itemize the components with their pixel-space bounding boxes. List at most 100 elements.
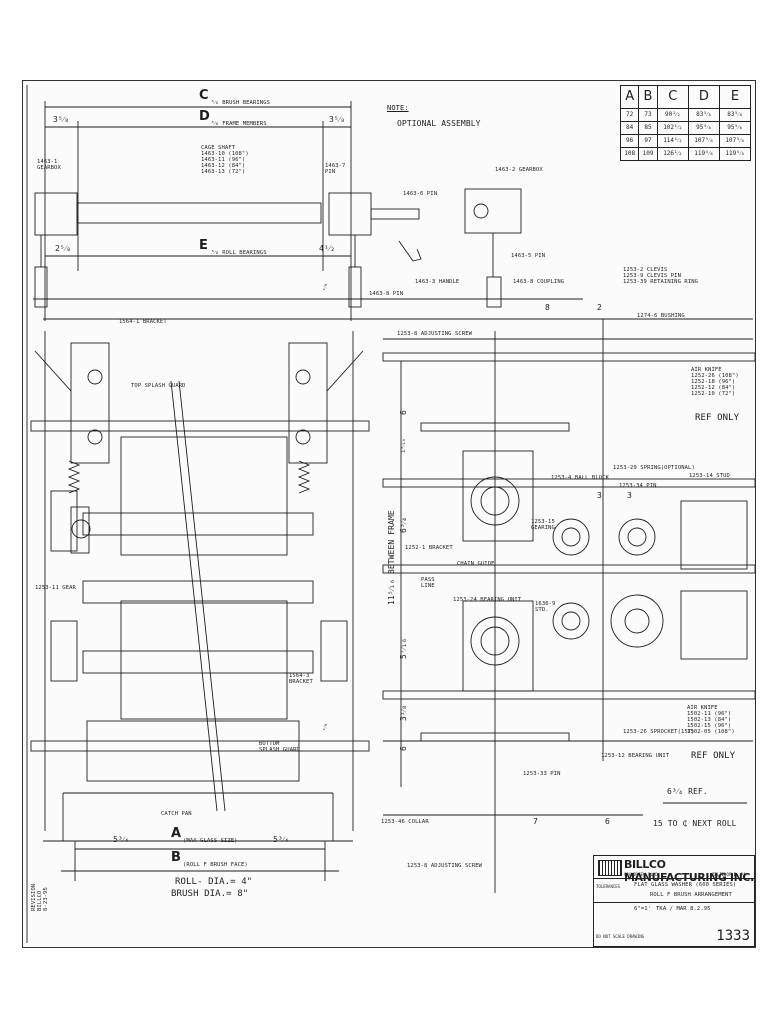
callout-gearbox-left: 1463-1 GEARBOX xyxy=(37,159,61,171)
callout-gearing-15: 1253-15 GEARING xyxy=(531,519,555,531)
table-cell: 73 xyxy=(638,107,658,122)
table-header: A xyxy=(619,85,640,109)
dim-d-letter: D xyxy=(199,109,210,124)
dim-e-left: 2⁵⁄₈ xyxy=(55,244,72,253)
callout-gearbox-right: 1463-2 GEARBOX xyxy=(495,167,543,173)
drawing-sheet: C ⁵⁄₈ BRUSH BEARINGS D ⁵⁄₈ FRAME MEMBERS… xyxy=(22,80,756,948)
dim-3a: 3 xyxy=(597,491,602,500)
dim-b-letter: B xyxy=(171,850,182,865)
callout-air-knife-top: AIR KNIFE 1252-26 (108") 1252-18 (96") 1… xyxy=(691,367,739,397)
table-header: B xyxy=(638,85,658,109)
note-body: OPTIONAL ASSEMBLY xyxy=(397,119,481,128)
table-cell: 119⁵⁄₈ xyxy=(718,146,752,162)
dim-v-58b: ⁵⁄₈ xyxy=(323,723,329,731)
table-cell: 96 xyxy=(619,133,640,148)
brush-diameter: BRUSH DIA.= 8" xyxy=(171,889,249,899)
table-cell: 83⁵⁄₈ xyxy=(718,107,752,122)
dim-a-label: (MAX GLASS SIZE) xyxy=(183,838,238,844)
table-row: 96 97 114¹⁄₂ 107⁵⁄₈ 107⁵⁄₈ xyxy=(619,133,752,148)
callout-spring: 1253-29 SPRING(OPTIONAL) xyxy=(613,465,695,471)
table-cell: 97 xyxy=(638,133,658,148)
technical-drawing xyxy=(26,85,755,943)
dim-e-right: 4¹⁄₂ xyxy=(319,244,336,253)
callout-bracket-1: 1564-1 BRACKET xyxy=(119,319,167,325)
margin-revision-stamp: REVISION BILLCO 8-23-95 xyxy=(31,883,49,911)
dim-a-letter: A xyxy=(171,826,182,841)
table-cell: 102¹⁄₂ xyxy=(656,120,689,135)
size-table: A B C D E 72 73 90¹⁄₂ 83⁵⁄₈ 83⁵⁄₈ 84 85 … xyxy=(619,85,752,162)
note-title: NOTE: xyxy=(387,104,409,112)
callout-air-knife-bottom: AIR KNIFE 1502-11 (96") 1502-13 (84") 15… xyxy=(687,705,735,735)
dim-b-label: (ROLL F BRUSH FACE) xyxy=(183,862,248,868)
dim-d-left: 3⁵⁄₈ xyxy=(53,115,70,124)
dim-d-label: ⁵⁄₈ FRAME MEMBERS xyxy=(211,121,267,127)
callout-collar: 1253-46 COLLAR xyxy=(381,819,429,825)
callout-pin-33: 1253-33 PIN xyxy=(523,771,561,777)
callout-adjusting-screw-bottom: 1253-8 ADJUSTING SCREW xyxy=(407,863,483,869)
table-cell: 85 xyxy=(638,120,658,135)
company-address-right: ZELIENOPLE, PA. xyxy=(712,872,749,877)
callout-top-splash-guard: TOP SPLASH GUARD xyxy=(131,383,186,389)
dim-7: 7 xyxy=(533,817,538,826)
drawing-title-2: ROLL F BRUSH ARRANGEMENT xyxy=(650,892,732,898)
callout-pin-5: 1463-5 PIN xyxy=(511,253,546,259)
callout-std-9: 1636-9 STD. xyxy=(535,601,556,613)
callout-pin-8: 1463-8 PIN xyxy=(369,291,404,297)
dim-v-6b: 6 xyxy=(399,746,408,751)
callout-cage-shaft: CAGE SHAFT 1463-10 (108") 1463-11 (96") … xyxy=(201,145,249,175)
dim-v-6: 6 xyxy=(399,410,408,415)
roll-diameter: ROLL- DIA.= 4" xyxy=(175,877,253,887)
callout-bearing-unit-12: 1253-12 BEARING UNIT xyxy=(601,753,670,759)
tolerances-label: TOLERANCES xyxy=(596,884,621,889)
callout-bottom-splash-guard: BOTTOM SPLASH GUARD xyxy=(259,741,300,753)
callout-pin-7: 1463-7 PIN xyxy=(325,163,346,175)
dim-v-318: 3¹⁄₈ xyxy=(399,704,408,721)
dim-d-right: 3⁵⁄₈ xyxy=(329,115,346,124)
dim-e-letter: E xyxy=(199,238,208,253)
dim-a-left: 5³⁄₄ xyxy=(113,835,130,844)
callout-bushing: 1274-6 BUSHING xyxy=(637,313,685,319)
table-row: 84 85 102¹⁄₂ 95⁵⁄₈ 95⁵⁄₈ xyxy=(619,120,752,135)
dim-c-label: ⁵⁄₈ BRUSH BEARINGS xyxy=(211,100,271,106)
table-cell: 90¹⁄₂ xyxy=(656,107,689,122)
ref-only-top: REF ONLY xyxy=(695,413,740,423)
table-row: 72 73 90¹⁄₂ 83⁵⁄₈ 83⁵⁄₈ xyxy=(619,107,752,122)
pass-line: PASS LINE xyxy=(421,577,435,589)
dim-v-5716: 5⁷⁄₁₆ xyxy=(399,637,408,659)
callout-stud: 1253-14 STUD xyxy=(689,473,730,479)
drawing-scale: 6"=1' xyxy=(634,906,652,912)
dim-v-634: 6³⁄₄ xyxy=(399,516,408,533)
callout-coupling: 1463-8 COUPLING xyxy=(513,279,565,285)
dim-8: 8 xyxy=(545,303,550,312)
table-cell: 83⁵⁄₈ xyxy=(687,107,720,122)
dim-next-roll: 15 TO ₵ NEXT ROLL xyxy=(653,819,737,828)
callout-sprocket: 1253-26 SPROCKET(15T) xyxy=(623,729,695,735)
dim-e-label: ⁵⁄₈ ROLL BEARINGS xyxy=(211,250,267,256)
dim-a-right: 5³⁄₄ xyxy=(273,835,290,844)
table-cell: 72 xyxy=(619,107,640,122)
callout-clevis: 1253-2 CLEVIS 1253-9 CLEVIS PIN 1253-39 … xyxy=(623,267,699,285)
dim-v-58: ⁵⁄₈ xyxy=(323,283,329,291)
table-cell: 114¹⁄₂ xyxy=(656,133,689,148)
callout-bearing-unit-24: 1253-24 BEARING UNIT xyxy=(453,597,522,603)
callout-gear: 1253-11 GEAR xyxy=(35,585,76,591)
company-name: BILLCO MANUFACTURING INC. xyxy=(624,858,754,884)
table-cell: 107⁵⁄₈ xyxy=(718,133,752,148)
dim-v-1316: 1³⁄₁₆ xyxy=(401,438,407,453)
callout-pin-6: 1463-6 PIN xyxy=(403,191,438,197)
table-header: E xyxy=(718,85,752,109)
callout-adjusting-screw-top: 1253-8 ADJUSTING SCREW xyxy=(397,331,473,337)
table-cell: 126¹⁄₂ xyxy=(656,146,689,162)
table-cell: 84 xyxy=(619,120,640,135)
drawing-number: 1333 xyxy=(716,928,750,944)
table-header: D xyxy=(687,85,720,109)
dim-2: 2 xyxy=(597,303,602,312)
company-logo xyxy=(598,860,622,876)
table-cell: 95⁵⁄₈ xyxy=(687,120,720,135)
table-row: 108 109 126¹⁄₂ 119⁵⁄₈ 119⁵⁄₈ xyxy=(619,146,752,162)
dont-scale-note: DO NOT SCALE DRAWING xyxy=(596,934,645,939)
callout-bracket-1252: 1252-1 BRACKET xyxy=(405,545,453,551)
table-cell: 109 xyxy=(638,146,658,162)
table-header: C xyxy=(656,85,689,109)
callout-ball-block: 1253-4 BALL BLOCK xyxy=(551,475,609,481)
